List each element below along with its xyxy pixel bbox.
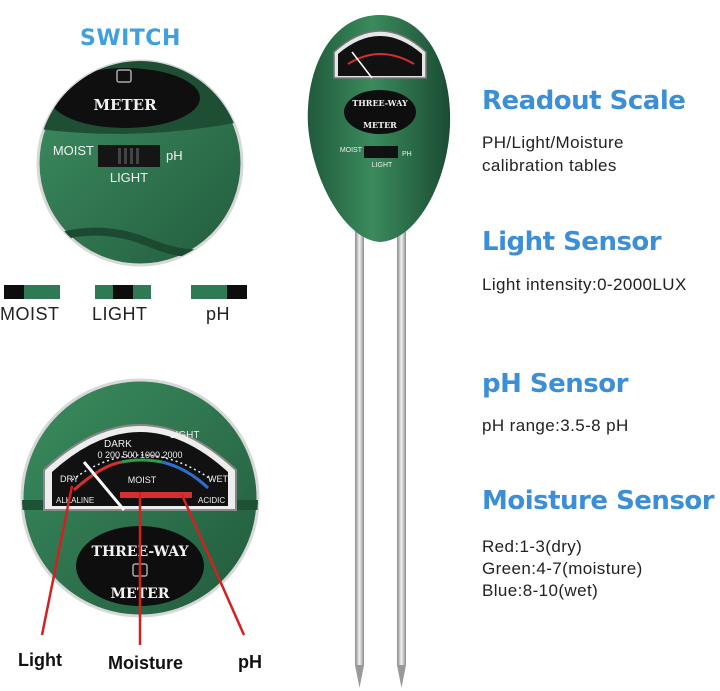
callout-light: Light	[18, 650, 62, 670]
gauge-acidic-label: ACIDIC	[198, 496, 225, 505]
gauge-wet-label: WET	[208, 474, 228, 484]
callout-moisture: Moisture	[108, 653, 184, 673]
device-switch[interactable]	[364, 146, 398, 158]
meter-text: METER	[93, 96, 157, 114]
device-light-label: LIGHT	[372, 162, 393, 169]
feature-light-title: Light Sensor	[482, 227, 662, 257]
feature-moisture-line-3: Blue:8-10(wet)	[482, 581, 599, 600]
gauge-zoom-image: DARK LIGHT 0 200 500 1000 2000 DRY MOIST…	[20, 378, 260, 645]
feature-readout-line-2: calibration tables	[482, 156, 617, 175]
feature-moisture-line-1: Red:1-3(dry)	[482, 537, 583, 556]
callout-ph: pH	[238, 652, 262, 672]
device-moist-label: MOIST	[340, 147, 363, 154]
device-ph-label: PH	[402, 151, 412, 158]
legend-ph-bar	[191, 285, 247, 299]
feature-ph-title: pH Sensor	[482, 369, 628, 399]
legend-moist-bar	[4, 285, 60, 299]
device-brand-bottom: METER	[363, 120, 397, 130]
zoom-ph-label: pH	[166, 148, 183, 163]
legend-ph-label: pH	[206, 304, 231, 324]
gauge-moist-label: MOIST	[128, 475, 157, 485]
feature-readout-title: Readout Scale	[482, 86, 686, 116]
mode-switch[interactable]	[98, 145, 160, 167]
feature-moisture-line-2: Green:4-7(moisture)	[482, 559, 643, 578]
feature-moisture-title: Moisture Sensor	[482, 486, 715, 516]
probe-right	[397, 220, 406, 665]
probe-left	[355, 220, 364, 665]
device-brand-top: THREE-WAY	[352, 98, 408, 108]
legend-light-bar	[95, 285, 151, 299]
switch-zoom-image: METER MOIST pH LIGHT	[36, 59, 244, 267]
legend-light-label: LIGHT	[92, 304, 148, 324]
gauge-light-label: LIGHT	[170, 430, 199, 441]
zoom-light-label: LIGHT	[110, 170, 148, 185]
gauge-dark-label: DARK	[104, 439, 132, 450]
feature-light-line-1: Light intensity:0-2000LUX	[482, 275, 687, 294]
gauge-lux-scale: 0 200 500 1000 2000	[97, 450, 182, 460]
gauge-alkaline-label: ALKALINE	[56, 496, 94, 505]
gauge-dry-label: DRY	[60, 474, 79, 484]
zoom-moist-label: MOIST	[53, 143, 94, 158]
gauge-needle	[82, 461, 126, 511]
switch-title: SWITCH	[80, 26, 181, 51]
feature-ph-line-1: pH range:3.5-8 pH	[482, 416, 629, 435]
callout-line-ph	[180, 494, 246, 636]
callout-line-light	[40, 485, 74, 636]
feature-readout-line-1: PH/Light/Moisture	[482, 133, 624, 152]
soil-meter-device: THREE-WAY METER MOIST PH LIGHT	[307, 15, 451, 688]
legend-moist-label: MOIST	[0, 304, 60, 324]
